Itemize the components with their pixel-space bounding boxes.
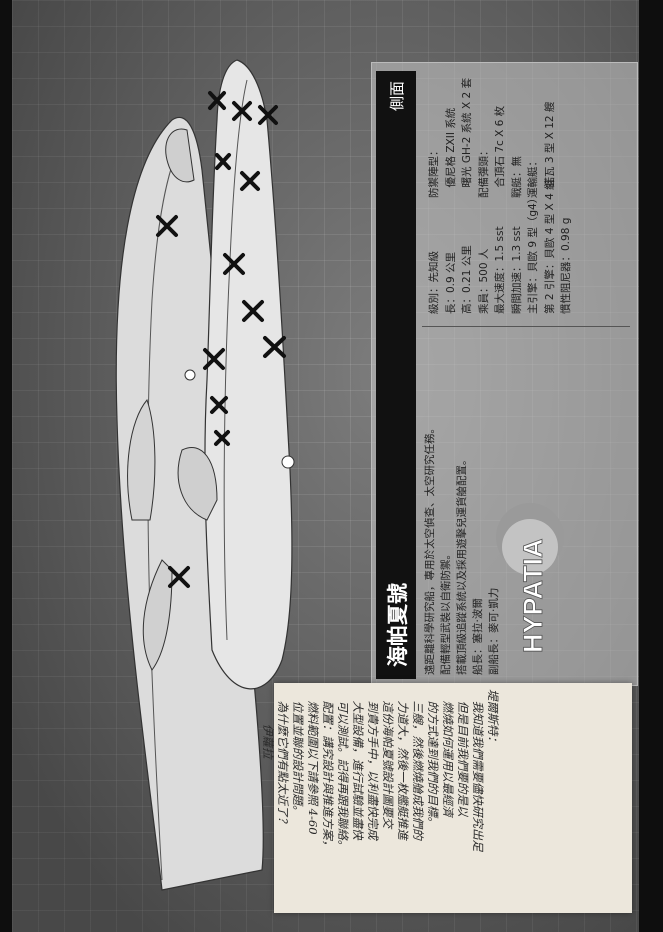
note-line: 位置並聯的設計問題。 — [291, 689, 305, 817]
x-mark — [263, 336, 286, 358]
note-line: 到貴方手中，以利盡快完成 — [366, 689, 380, 840]
spec-fighters: 戰艇：無 — [510, 156, 523, 198]
x-mark — [240, 171, 260, 191]
x-mark — [214, 430, 230, 446]
x-mark — [208, 91, 226, 110]
hypatia-logo: HYPATIA — [496, 503, 564, 654]
note-line: 我知道我們需要儘快研究出足 — [471, 689, 485, 852]
note-line: 三艘，然後燃燒艙成我們的 — [411, 689, 425, 840]
x-mark — [223, 253, 245, 275]
x-mark — [203, 348, 225, 370]
description-line: 配備輕型武裝以自衛防禦。 — [440, 549, 452, 675]
x-mark — [156, 215, 178, 237]
spec-main-engine: 主引擎：貝歐 9 型（g4） — [527, 192, 539, 314]
captain-line: 船長：塞拉‧波爾 — [472, 598, 484, 675]
hypatia-logo-text: HYPATIA — [518, 539, 548, 654]
spec-max-speed: 最大速度：1.5 sst — [494, 226, 506, 314]
x-mark — [168, 566, 190, 588]
x-mark — [215, 153, 231, 170]
spec-transport-header: 運輸艇： — [527, 156, 539, 198]
note-line: 這份海帕夏號設計圖要交 — [381, 689, 395, 829]
info-panel-content: 海帕夏號 側面 遠距離科學研究船，專用於太空偵查、太空研究任務。 配備輕型武裝以… — [372, 63, 637, 685]
note-line: 大型設備，進行試驗並盡快 — [351, 689, 365, 840]
description-line: 搭載頂級追蹤系統以及採用遊擊兒運貨艙配置。 — [456, 454, 468, 676]
ship-deck-line — [223, 79, 248, 641]
ship-drawing — [115, 59, 295, 891]
specs-table: 級別：先知級 長：0.9 公里 高：0.21 公里 乘員：500 人 最大速度：… — [422, 75, 630, 327]
note-line: 配置：講究設計與推進方案， — [321, 689, 335, 852]
note-signature: 伊蘿拉 — [261, 689, 275, 759]
ship-porthole — [184, 369, 196, 381]
note-line: 的方式達到我們的目標。 — [426, 689, 440, 829]
x-mark — [242, 300, 264, 322]
note-line: 但是目前我們要的是以 — [456, 689, 470, 817]
spec-defense-item: 優尼格 ZXII 系統 — [444, 107, 457, 198]
ship-stern-fin — [142, 559, 173, 671]
note-text: 堤爾斯特： 我知道我們需要儘快研究出足 但是目前我們要的是以 燃燒如何運用以最經… — [154, 689, 500, 903]
spec-warhead-item: 合頂石 7c X 6 枚 — [494, 105, 506, 198]
note-line: 堤爾斯特： — [486, 689, 500, 747]
spec-warhead-header: 配備彈頭： — [477, 145, 490, 199]
spec-transport-item: 諾瓦 3 型 X 12 艘 — [543, 101, 556, 198]
spec-crew: 乘員：500 人 — [477, 248, 490, 314]
ship-engine-pod — [127, 398, 156, 521]
note-line: 燃燒如何運用以最經濟 — [441, 689, 455, 817]
specs-column-basic: 級別：先知級 長：0.9 公里 高：0.21 公里 乘員：500 人 最大速度：… — [426, 179, 575, 314]
radiation-symbol — [281, 455, 295, 469]
handwritten-note: 堤爾斯特： 我知道我們需要儘快研究出足 但是目前我們要的是以 燃燒如何運用以最經… — [261, 683, 632, 913]
title-bar: 海帕夏號 側面 — [376, 71, 416, 679]
note-line: 力道大，然後一枚艦艇推進 — [396, 689, 410, 840]
description-line: 遠距離科學研究船，專用於太空偵查、太空研究任務。 — [424, 423, 436, 675]
x-mark — [232, 101, 252, 121]
spec-secondary-engine: 第 2 引擎：貝歐 4 型 X 4 組 — [543, 179, 556, 314]
note-line: 燃料範圍以下請參照 4-60 — [306, 689, 320, 835]
x-marks — [156, 91, 286, 588]
spec-class: 級別：先知級 — [428, 251, 440, 314]
x-mark — [258, 105, 278, 125]
note-line: 為什麼它們有點太近了？ — [276, 689, 290, 829]
spec-defense-item: 曙光 GH-2 系統 X 2 套 — [461, 77, 473, 198]
spec-inertial-damper: 慣性阻尼器：0.98 g — [560, 217, 572, 314]
spec-height: 高：0.21 公里 — [461, 245, 473, 314]
spec-length: 長：0.9 公里 — [444, 251, 457, 314]
side-view-label: 側面 — [388, 81, 406, 112]
blueprint-sheet: 海帕夏號 側面 遠距離科學研究船，專用於太空偵查、太空研究任務。 配備輕型武裝以… — [12, 0, 639, 932]
note-line: 可以測試。記得再跟我聯絡。 — [336, 689, 350, 852]
x-mark — [210, 396, 228, 414]
specs-column-defense: 防禦陣型： 優尼格 ZXII 系統 曙光 GH-2 系統 X 2 套 配備彈頭：… — [426, 78, 558, 198]
ship-secondary-hull — [204, 59, 293, 690]
ship-nose — [177, 447, 218, 521]
spec-defense-header: 防禦陣型： — [428, 145, 440, 199]
spec-acceleration: 瞬間加速：1.3 sst — [510, 226, 523, 314]
ship-name-title: 海帕夏號 — [386, 583, 410, 667]
ship-bridge-tower — [165, 128, 195, 183]
info-panel: 海帕夏號 側面 遠距離科學研究船，專用於太空偵查、太空研究任務。 配備輕型武裝以… — [371, 62, 638, 686]
